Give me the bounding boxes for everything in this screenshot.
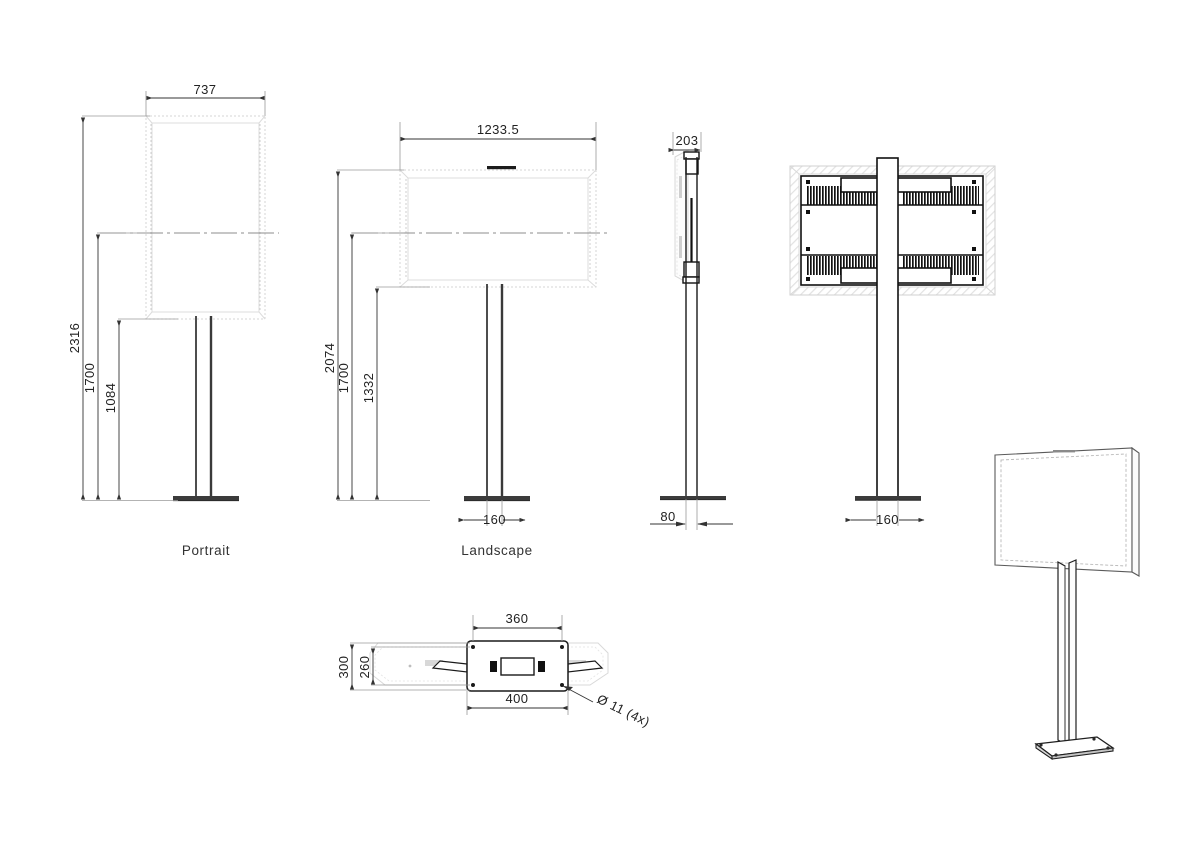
dim-label-360: 360 xyxy=(506,611,529,626)
base-detail-vent-left xyxy=(425,660,443,666)
view-label-landscape: Landscape xyxy=(461,543,532,558)
landscape-screen-ghost xyxy=(399,166,597,288)
view-base-detail: 360 400 300 260 Ø 1 xyxy=(336,611,652,730)
view-portrait: 737 2316 1700 1084 Portrait xyxy=(67,82,279,558)
side-column xyxy=(685,157,698,497)
detail-witness-lines xyxy=(350,642,470,691)
base-detail-clip-left xyxy=(490,661,497,672)
dim-label-300: 300 xyxy=(336,656,351,679)
view-perspective xyxy=(994,446,1140,761)
dim-detail-360: 360 xyxy=(472,611,563,641)
dim-rear-base-160: 160 xyxy=(845,500,925,527)
dim-portrait-height-2316: 2316 xyxy=(67,117,86,500)
perspective-base-plate xyxy=(1034,736,1115,761)
rear-mount-screws xyxy=(806,180,976,281)
dim-label-1084: 1084 xyxy=(103,383,118,414)
view-label-portrait: Portrait xyxy=(182,543,230,558)
portrait-screen-ghost xyxy=(145,115,266,320)
portrait-column xyxy=(195,316,213,497)
side-vent-lower xyxy=(679,236,682,258)
view-side: 203 80 xyxy=(650,132,733,530)
base-detail-arms xyxy=(431,660,604,673)
dim-detail-400: 400 xyxy=(466,691,569,715)
rear-column xyxy=(876,157,899,498)
side-base-plate xyxy=(660,496,726,501)
base-detail-holes xyxy=(471,645,564,687)
dim-landscape-height-1332: 1332 xyxy=(361,288,380,500)
dim-label-737: 737 xyxy=(194,82,217,97)
dim-landscape-base-160: 160 xyxy=(458,500,526,527)
dim-label-160-landscape: 160 xyxy=(483,512,506,527)
dim-label-400: 400 xyxy=(506,691,529,706)
landscape-column xyxy=(486,284,504,497)
landscape-witness-lines xyxy=(337,169,430,502)
dim-portrait-height-1700: 1700 xyxy=(82,234,101,500)
dim-portrait-height-1084: 1084 xyxy=(103,320,122,500)
dim-detail-260: 260 xyxy=(357,648,376,685)
portrait-witness-lines xyxy=(82,115,178,502)
dim-landscape-width-1233: 1233.5 xyxy=(399,122,597,170)
dim-label-1332: 1332 xyxy=(361,373,376,404)
side-mount-brackets xyxy=(682,151,700,284)
base-detail-clip-right xyxy=(538,661,545,672)
perspective-base-holes xyxy=(1039,737,1110,757)
dim-portrait-width-737: 737 xyxy=(145,82,266,116)
dim-label-1700: 1700 xyxy=(82,363,97,394)
base-detail-plate xyxy=(466,640,569,692)
dim-landscape-height-2074: 2074 xyxy=(322,171,341,500)
dim-label-1700-landscape: 1700 xyxy=(336,363,351,394)
dim-side-depth-203: 203 xyxy=(668,132,702,155)
portrait-base-plate xyxy=(173,496,239,502)
dim-label-203: 203 xyxy=(676,133,699,148)
dim-label-1233-5: 1233.5 xyxy=(477,122,519,137)
rear-base-plate xyxy=(855,496,921,501)
dim-label-80: 80 xyxy=(660,509,675,524)
dim-landscape-height-1700: 1700 xyxy=(336,234,355,500)
landscape-top-bracket xyxy=(487,166,516,170)
dim-label-2316: 2316 xyxy=(67,323,82,354)
dim-detail-300: 300 xyxy=(336,644,355,690)
view-landscape: 1233.5 2074 1700 1332 160 Lan xyxy=(322,122,610,558)
side-vent-upper xyxy=(679,176,682,198)
landscape-base-plate xyxy=(464,496,530,502)
base-detail-center-slot xyxy=(500,657,535,676)
dim-label-260: 260 xyxy=(357,656,372,679)
dim-label-160-rear: 160 xyxy=(876,512,899,527)
perspective-top-bracket xyxy=(1053,450,1075,453)
dim-side-base-80: 80 xyxy=(650,499,733,530)
perspective-display xyxy=(994,446,1140,577)
view-rear: 160 xyxy=(789,157,996,527)
dim-label-2074: 2074 xyxy=(322,343,337,374)
